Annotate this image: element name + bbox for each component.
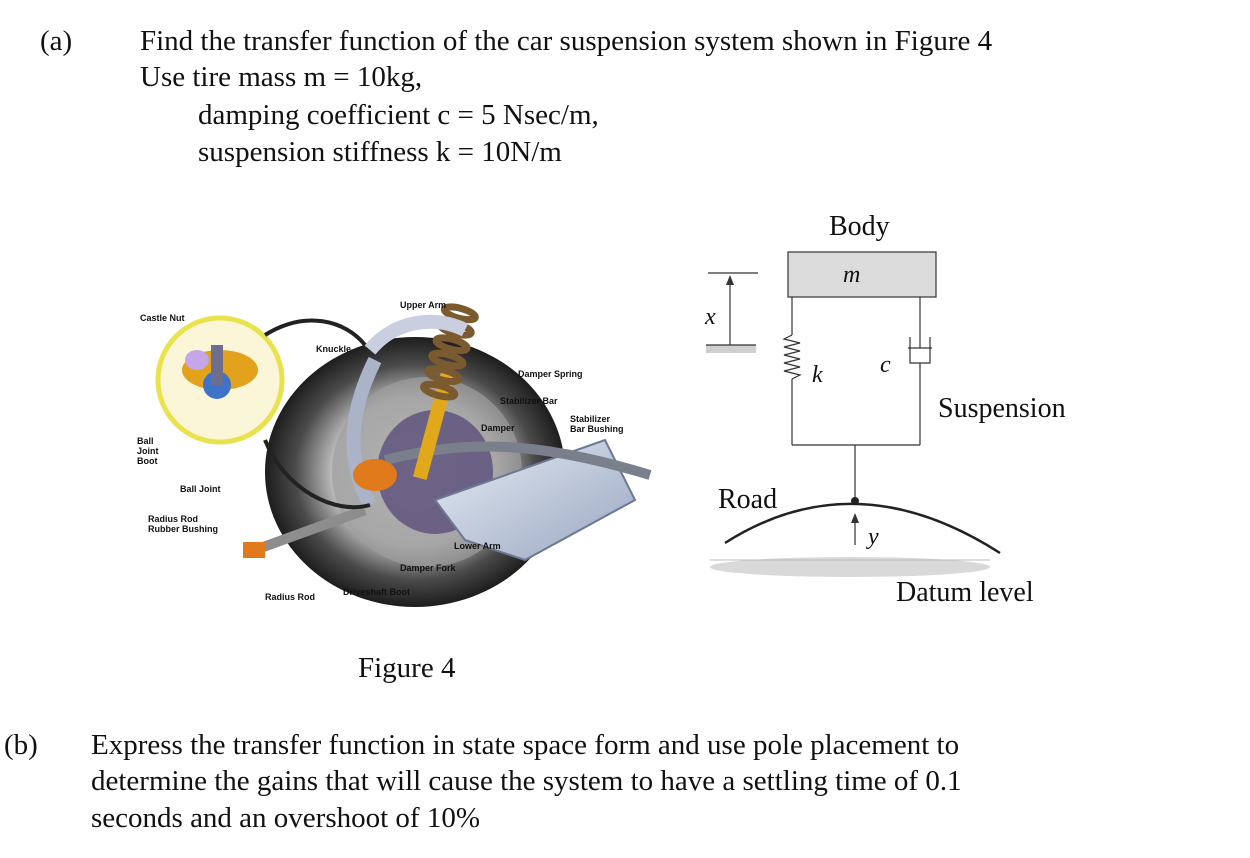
road-curve bbox=[724, 502, 1001, 555]
part-b-label: (b) bbox=[4, 729, 38, 761]
part-a-line-4: suspension stiffness k = 10N/m bbox=[198, 136, 562, 168]
label-radius-rod: Radius Rod bbox=[265, 592, 316, 602]
upper-arm bbox=[364, 314, 469, 355]
diagram-mass-label: m bbox=[843, 262, 861, 288]
label-damper: Damper bbox=[481, 423, 515, 433]
label-radius-rod-bushing-1: Radius Rod bbox=[148, 514, 199, 524]
diagram-x-label: x bbox=[705, 304, 716, 330]
quarter-car-diagram bbox=[706, 251, 1001, 577]
diagram-datum-label: Datum level bbox=[896, 577, 1034, 608]
diagram-body-label: Body bbox=[829, 211, 890, 242]
label-stabilizer-bushing-2: Bar Bushing bbox=[570, 424, 624, 434]
label-damper-fork: Damper Fork bbox=[400, 563, 456, 573]
diagram-y-label: y bbox=[868, 524, 879, 550]
label-castle-nut: Castle Nut bbox=[140, 313, 185, 323]
radius-rod-shape bbox=[253, 505, 367, 555]
lower-arm bbox=[433, 438, 637, 562]
figure-caption: Figure 4 bbox=[358, 652, 456, 684]
diagram-c-label: c bbox=[880, 352, 891, 378]
part-b-line-3: seconds and an overshoot of 10% bbox=[91, 802, 480, 834]
label-driveshaft-boot: Driveshaft Boot bbox=[343, 587, 411, 597]
part-a-line-3: damping coefficient c = 5 Nsec/m, bbox=[198, 99, 599, 131]
part-b-line-1: Express the transfer function in state s… bbox=[91, 729, 960, 761]
body-mass-block bbox=[787, 251, 937, 298]
label-stabilizer-bar: Stabilizer Bar bbox=[500, 396, 558, 406]
label-lower-arm: Lower Arm bbox=[454, 541, 501, 551]
label-stabilizer-bushing-1: Stabilizer bbox=[570, 414, 611, 424]
knuckle bbox=[346, 356, 382, 509]
part-a-line-2: Use tire mass m = 10kg, bbox=[140, 61, 423, 93]
suspension-photo bbox=[155, 303, 652, 607]
driveshaft-boot bbox=[353, 459, 397, 491]
stabilizer-bar bbox=[383, 441, 652, 480]
label-radius-rod-bushing-2: Rubber Bushing bbox=[148, 524, 218, 534]
label-damper-spring: Damper Spring bbox=[518, 369, 583, 379]
part-a-label: (a) bbox=[40, 25, 73, 57]
label-ball-joint: Ball Joint bbox=[180, 484, 221, 494]
label-knuckle: Knuckle bbox=[316, 344, 352, 354]
part-a-line-1: Find the transfer function of the car su… bbox=[140, 25, 993, 57]
label-ball-joint-boot-3: Boot bbox=[137, 456, 158, 466]
label-ball-joint-boot-2: Joint bbox=[137, 446, 159, 456]
diagram-k-label: k bbox=[812, 362, 823, 388]
x-reference-ground bbox=[706, 345, 756, 353]
label-ball-joint-boot-1: Ball bbox=[137, 436, 154, 446]
diagram-road-label: Road bbox=[718, 484, 778, 515]
spring bbox=[782, 334, 802, 380]
datum-shading bbox=[710, 557, 990, 577]
label-upper-arm: Upper Arm bbox=[400, 300, 447, 310]
part-b-line-2: determine the gains that will cause the … bbox=[91, 765, 962, 797]
diagram-suspension-label: Suspension bbox=[938, 393, 1066, 424]
